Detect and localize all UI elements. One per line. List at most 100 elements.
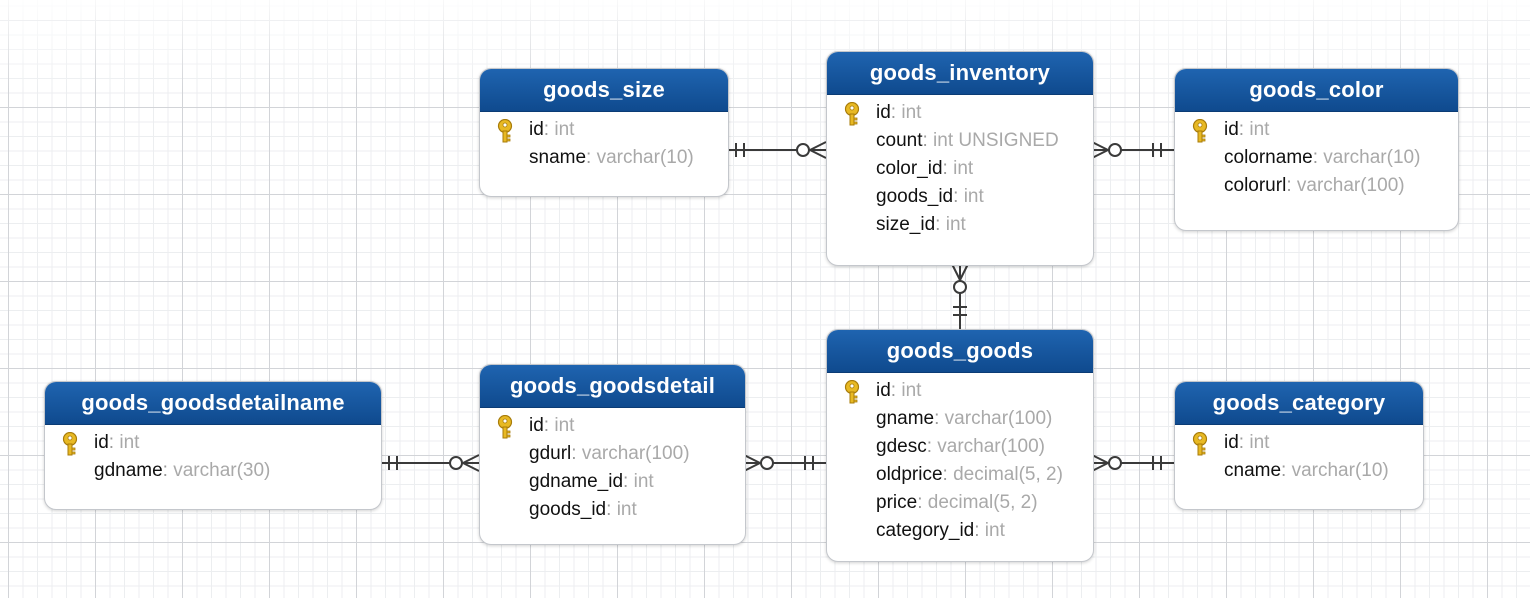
column-gdesc[interactable]: gdesc: varchar(100) xyxy=(827,433,1093,461)
column-separator: : xyxy=(917,492,928,513)
column-separator: : xyxy=(1286,175,1297,196)
column-color-id[interactable]: color_id: int xyxy=(827,155,1093,183)
column-name: colorurl xyxy=(1224,175,1287,196)
column-type: int xyxy=(554,415,575,436)
table-title: goods_goodsdetailname xyxy=(45,382,381,425)
column-category-id[interactable]: category_id: int xyxy=(827,517,1093,545)
column-name: size_id xyxy=(876,214,936,235)
column-separator: : xyxy=(953,186,964,207)
column-type: varchar(100) xyxy=(581,443,690,464)
column-size-id[interactable]: size_id: int xyxy=(827,211,1093,239)
column-name: id xyxy=(94,432,109,453)
column-type: varchar(100) xyxy=(1296,175,1405,196)
column-name: gdurl xyxy=(529,443,572,464)
column-id[interactable]: id: int xyxy=(827,99,1093,127)
key-icon xyxy=(60,431,80,456)
column-goods-id[interactable]: goods_id: int xyxy=(480,496,745,524)
key-icon xyxy=(495,414,515,439)
relationship-goods-goods-to-goods-goodsdetail[interactable] xyxy=(743,454,826,472)
column-id[interactable]: id: int xyxy=(480,412,745,440)
column-name: gdname_id xyxy=(529,471,624,492)
column-name: goods_id xyxy=(876,186,954,207)
column-separator: : xyxy=(623,471,634,492)
column-name: sname xyxy=(529,147,587,168)
column-type: int xyxy=(633,471,654,492)
relationship-goods-goodsdetailname-to-goods-goodsdetail[interactable] xyxy=(380,454,480,472)
column-name: category_id xyxy=(876,520,975,541)
column-separator: : xyxy=(543,119,555,140)
column-type: decimal(5, 2) xyxy=(953,464,1063,485)
relationship-goods-size-to-goods-inventory[interactable] xyxy=(727,141,827,159)
column-separator: : xyxy=(890,380,902,401)
column-type: int xyxy=(1249,432,1270,453)
column-separator: : xyxy=(543,415,555,436)
column-name: id xyxy=(876,102,891,123)
column-colorurl[interactable]: colorurl: varchar(100) xyxy=(1175,172,1458,200)
column-type: int xyxy=(554,119,575,140)
column-price[interactable]: price: decimal(5, 2) xyxy=(827,489,1093,517)
column-goods-id[interactable]: goods_id: int xyxy=(827,183,1093,211)
column-type: int xyxy=(901,380,922,401)
relationship-goods-color-to-goods-inventory[interactable] xyxy=(1091,141,1174,159)
column-separator: : xyxy=(922,130,934,151)
column-cname[interactable]: cname: varchar(10) xyxy=(1175,457,1423,485)
column-name: goods_id xyxy=(529,499,607,520)
column-separator: : xyxy=(942,158,954,179)
column-separator: : xyxy=(890,102,902,123)
column-separator: : xyxy=(162,460,174,481)
column-gdname[interactable]: gdname: varchar(30) xyxy=(45,457,381,485)
column-count[interactable]: count: int UNSIGNED xyxy=(827,127,1093,155)
column-name: colorname xyxy=(1224,147,1313,168)
column-id[interactable]: id: int xyxy=(45,429,381,457)
column-name: gname xyxy=(876,408,935,429)
column-id[interactable]: id: int xyxy=(1175,116,1458,144)
column-id[interactable]: id: int xyxy=(480,116,728,144)
column-type: varchar(10) xyxy=(596,147,694,168)
key-icon xyxy=(495,118,515,143)
column-type: decimal(5, 2) xyxy=(927,492,1038,513)
column-type: int UNSIGNED xyxy=(933,130,1059,151)
column-colorname[interactable]: colorname: varchar(10) xyxy=(1175,144,1458,172)
column-type: varchar(30) xyxy=(173,460,271,481)
column-name: id xyxy=(1224,119,1239,140)
relationship-goods-category-to-goods-goods[interactable] xyxy=(1091,454,1174,472)
column-type: int xyxy=(984,520,1005,541)
column-name: cname xyxy=(1224,460,1282,481)
column-type: int xyxy=(953,158,974,179)
column-sname[interactable]: sname: varchar(10) xyxy=(480,144,728,172)
table-title: goods_goodsdetail xyxy=(480,365,745,408)
column-type: int xyxy=(616,499,637,520)
column-gdname-id[interactable]: gdname_id: int xyxy=(480,468,745,496)
column-id[interactable]: id: int xyxy=(1175,429,1423,457)
column-type: varchar(100) xyxy=(944,408,1053,429)
column-separator: : xyxy=(934,408,945,429)
column-separator: : xyxy=(1312,147,1324,168)
relationship-goods-goods-to-goods-inventory[interactable] xyxy=(951,263,969,329)
column-type: int xyxy=(119,432,140,453)
column-type: varchar(10) xyxy=(1323,147,1421,168)
column-separator: : xyxy=(108,432,120,453)
table-title: goods_category xyxy=(1175,382,1423,425)
column-id[interactable]: id: int xyxy=(827,377,1093,405)
column-name: gdesc xyxy=(876,436,927,457)
column-name: gdname xyxy=(94,460,163,481)
column-type: varchar(100) xyxy=(937,436,1045,457)
column-gdurl[interactable]: gdurl: varchar(100) xyxy=(480,440,745,468)
column-oldprice[interactable]: oldprice: decimal(5, 2) xyxy=(827,461,1093,489)
table-title: goods_inventory xyxy=(827,52,1093,95)
column-separator: : xyxy=(1238,432,1250,453)
column-gname[interactable]: gname: varchar(100) xyxy=(827,405,1093,433)
